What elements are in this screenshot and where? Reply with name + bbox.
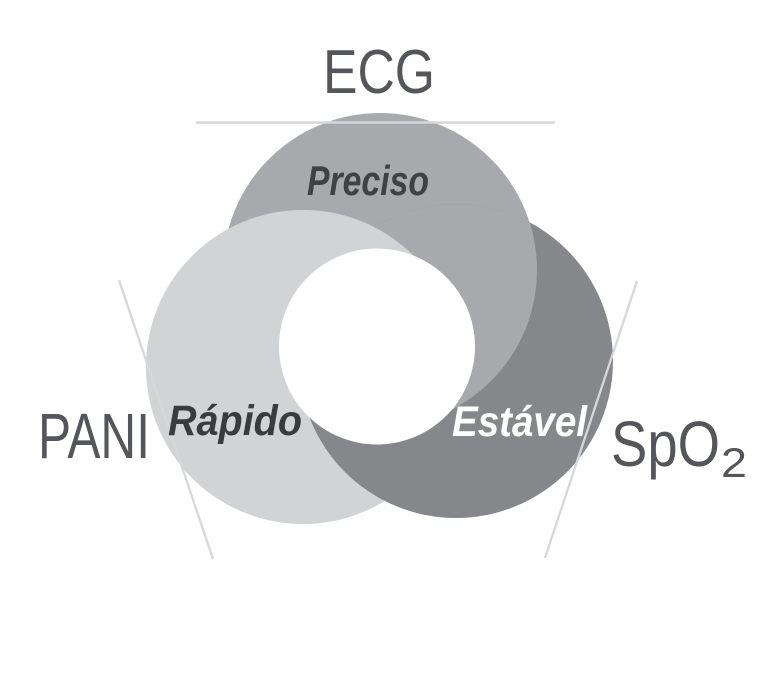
label-spo2-subscript: 2	[721, 439, 747, 486]
label-ecg: ECG	[323, 38, 435, 107]
ring-label-preciso: Preciso	[307, 157, 429, 204]
guide-line-left	[117, 279, 215, 560]
center-hole	[279, 248, 475, 445]
label-spo2-base: SpO	[611, 408, 720, 480]
ring-label-rapido: Rápido	[168, 397, 302, 445]
label-pani: PANI	[38, 400, 150, 472]
ring-label-estavel: Estável	[452, 398, 588, 446]
guide-line-right	[543, 280, 639, 559]
